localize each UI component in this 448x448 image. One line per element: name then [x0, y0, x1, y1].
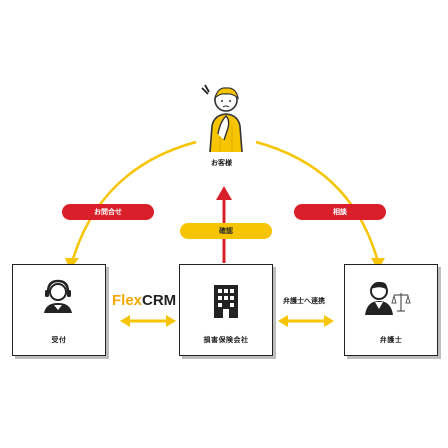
inquiry-pill: お問合せ [62, 204, 154, 220]
inquiry-arc [70, 140, 197, 263]
link-label: 弁護士へ連携 [283, 297, 325, 305]
customer-icon [201, 84, 243, 153]
insurer-label: 損害保険会社 [203, 336, 249, 344]
lawyer-label: 弁護士 [379, 336, 403, 344]
reception-label: 受付 [51, 336, 67, 344]
reception-box: 受付 [12, 264, 106, 356]
consult-arc [255, 140, 380, 263]
double-arrow-right [278, 315, 334, 327]
flexcrm-flex: Flex [112, 292, 143, 309]
double-arrow-left [120, 315, 176, 327]
lawyer-icon [365, 281, 411, 315]
insurer-box: 損害保険会社 [179, 264, 273, 356]
confirm-arrowhead [216, 186, 232, 200]
customer-label: お客様 [211, 159, 232, 167]
flexcrm-logo: FlexCRM [112, 292, 176, 309]
confirm-pill: 確認 [180, 223, 272, 239]
consult-pill: 相談 [294, 204, 386, 220]
lawyer-box: 弁護士 [344, 264, 438, 356]
flexcrm-crm: CRM [142, 292, 177, 309]
building-icon [214, 285, 238, 318]
headset-operator-icon [44, 279, 72, 313]
